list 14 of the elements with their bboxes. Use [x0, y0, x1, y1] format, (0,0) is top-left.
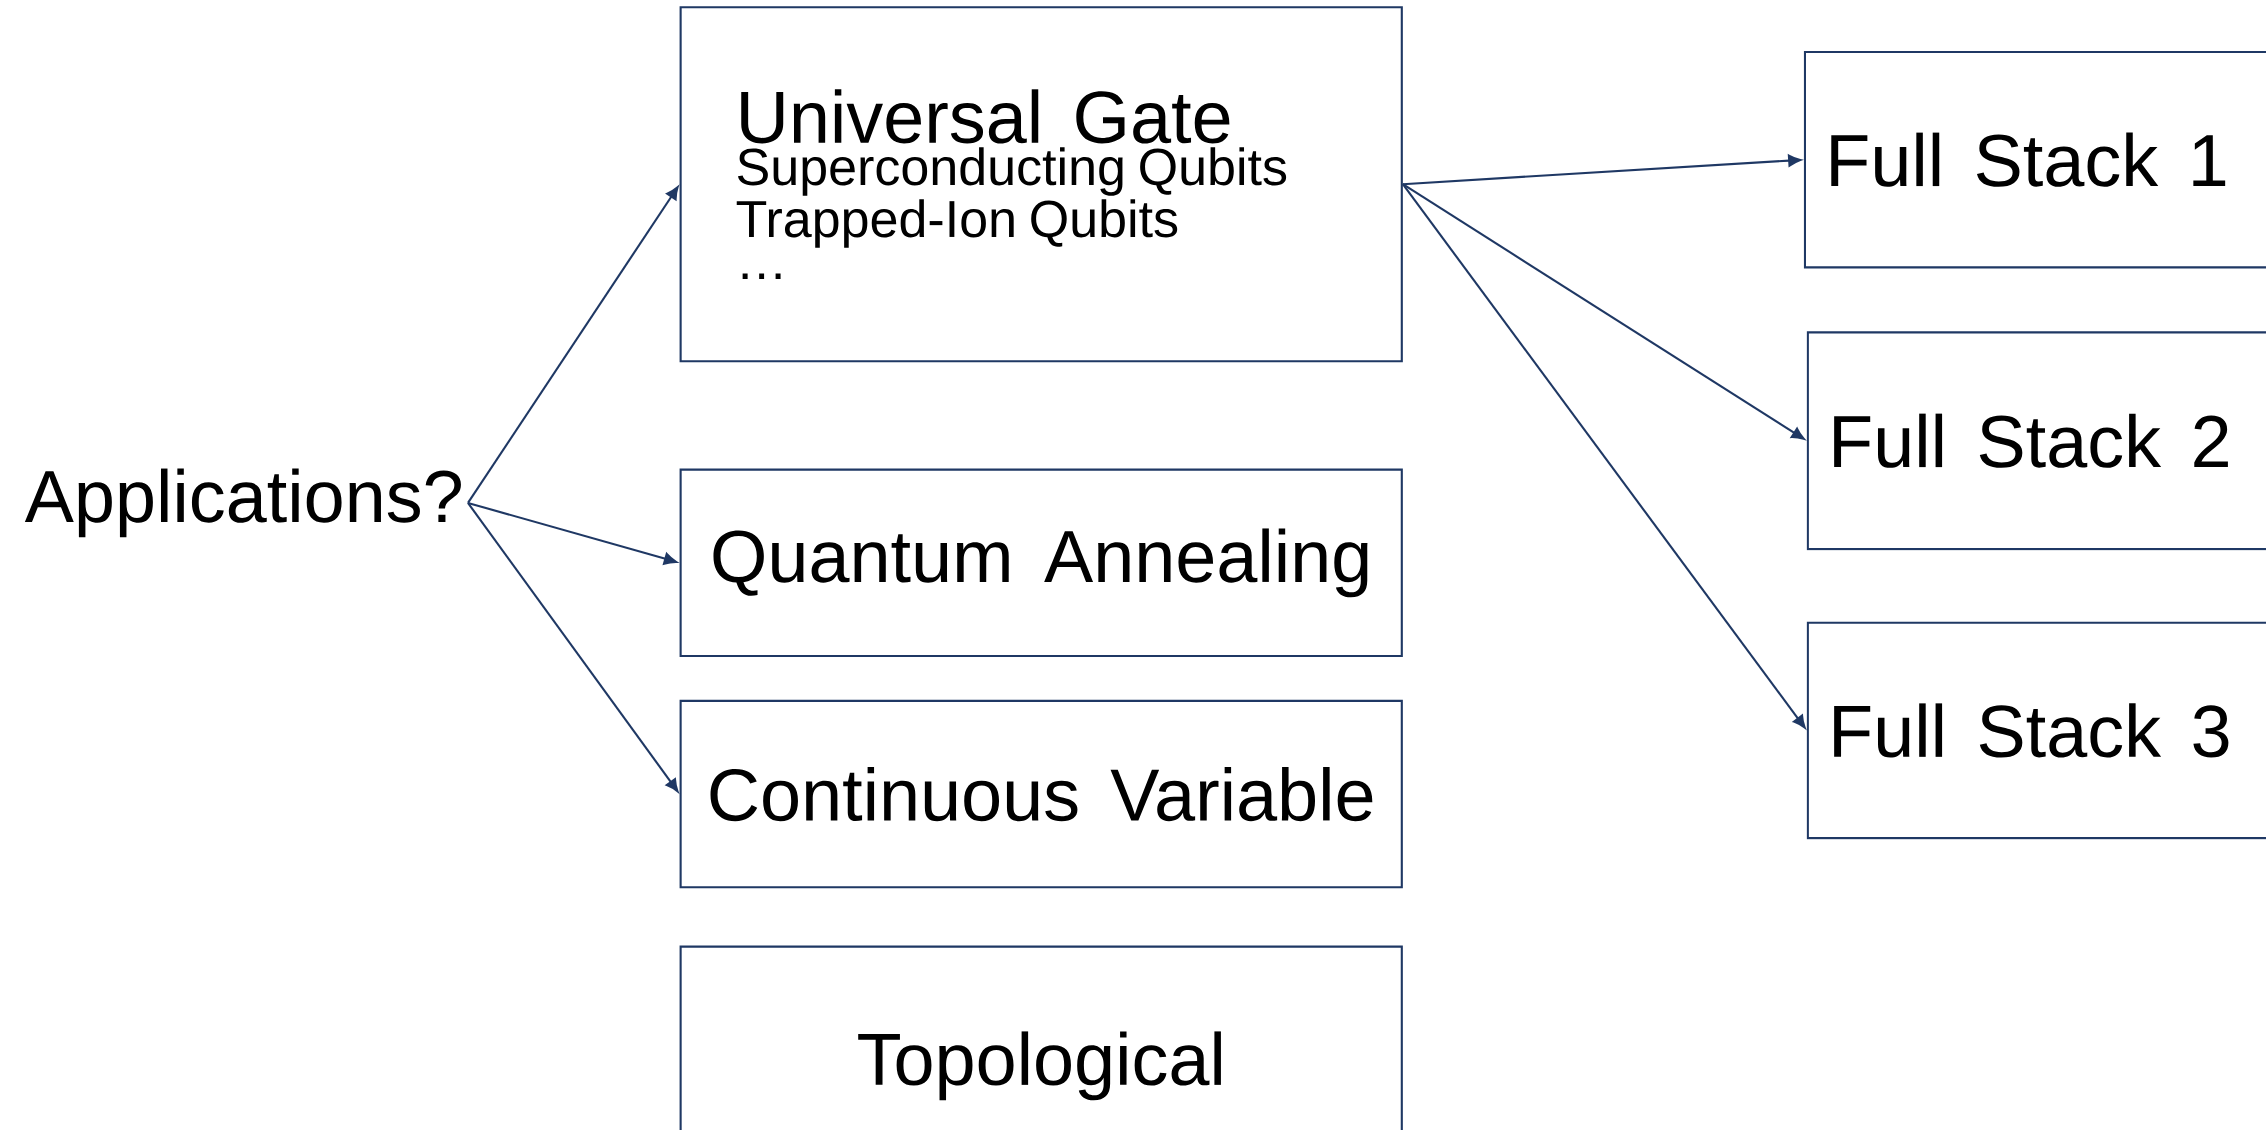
process-box: Continuous Variable: [679, 699, 1403, 889]
arrow: [467, 502, 679, 793]
text-label: Applications?: [24, 468, 461, 538]
process-box: Full Stack 1: [1803, 50, 2266, 269]
process-box: Universal Gate Superconducting Qubits Trapped-Ion Qubits …: [679, 6, 1403, 363]
process-box: Full Stack 3: [1806, 621, 2266, 840]
arrow: [1402, 154, 1802, 186]
arrow: [467, 186, 679, 504]
arrow: [467, 501, 678, 565]
process-box: Full Stack 2: [1806, 331, 2266, 551]
process-box: Quantum Annealing: [679, 468, 1403, 658]
arrow: [1402, 183, 1806, 729]
arrow: [1402, 183, 1805, 440]
process-box: Topological: [679, 945, 1403, 1130]
